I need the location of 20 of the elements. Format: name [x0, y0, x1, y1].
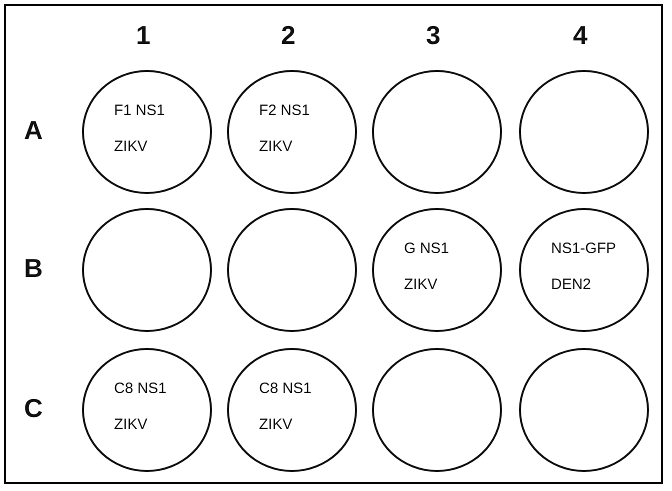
- well-label: DEN2: [551, 276, 592, 293]
- well-label: F2 NS1: [259, 102, 310, 119]
- row-letter: B: [24, 253, 43, 284]
- row-letter: C: [24, 393, 43, 424]
- column-number: 2: [281, 20, 296, 51]
- well-label: ZIKV: [404, 276, 438, 293]
- plate-outline: [4, 4, 663, 484]
- row-letter: A: [24, 115, 43, 146]
- well-label: ZIKV: [114, 416, 148, 433]
- column-number: 1: [136, 20, 150, 51]
- well-label: ZIKV: [259, 416, 292, 433]
- well-label: NS1-GFP: [551, 240, 616, 257]
- well-label: ZIKV: [114, 138, 148, 155]
- well-label: C8 NS1: [114, 380, 167, 397]
- well-label: C8 NS1: [259, 380, 312, 397]
- well-label: F1 NS1: [114, 102, 165, 119]
- column-number: 3: [426, 20, 440, 51]
- well-label: G NS1: [404, 240, 450, 257]
- column-number: 4: [573, 20, 588, 51]
- well-label: ZIKV: [259, 138, 292, 155]
